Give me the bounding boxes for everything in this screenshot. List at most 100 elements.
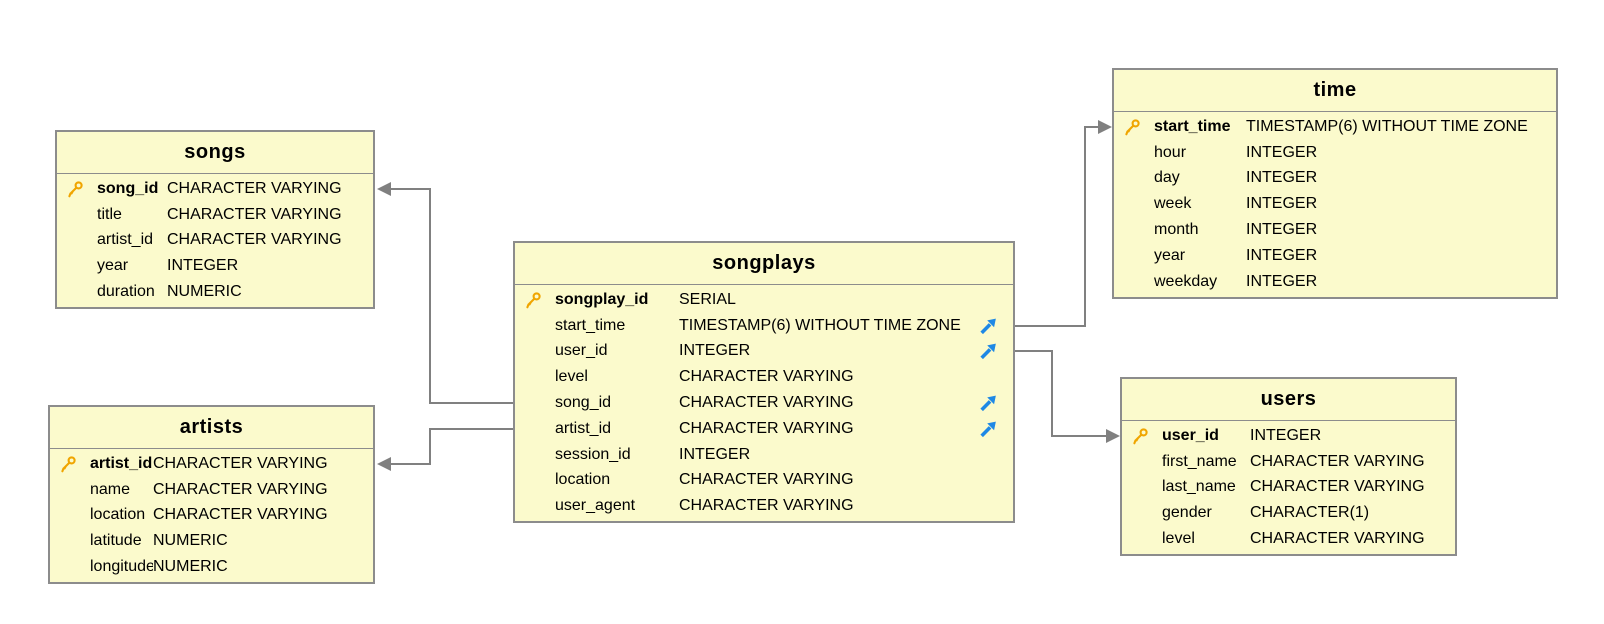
column-name: start_time [1154,117,1231,135]
arrowhead-to-time [1098,120,1112,134]
table-row[interactable]: month INTEGER [1114,217,1556,243]
primary-key-icon [50,455,90,473]
foreign-key-icon [978,315,999,336]
column-name: song_id [97,179,159,197]
column-type: CHARACTER VARYING [679,497,854,515]
table-row[interactable]: day INTEGER [1114,166,1556,192]
table-row[interactable]: song_id CHARACTER VARYING [57,176,373,202]
table-row[interactable]: weekday INTEGER [1114,269,1556,295]
table-row[interactable]: song_id CHARACTER VARYING [515,390,1013,416]
table-users[interactable]: users user_id INTEGER first_name CHARACT… [1120,377,1457,556]
relation-songplays-time [1015,126,1098,327]
foreign-key-icon [978,393,999,414]
relation-songplays-songs [391,188,515,404]
column-name: start_time [555,316,626,334]
column-name: song_id [555,394,612,412]
column-type: CHARACTER VARYING [153,506,328,524]
table-row[interactable]: start_time TIMESTAMP(6) WITHOUT TIME ZON… [1114,114,1556,140]
table-time[interactable]: time start_time TIMESTAMP(6) WITHOUT TIM… [1112,68,1558,299]
arrowhead-to-songs [377,182,391,196]
column-type: INTEGER [167,257,239,275]
table-row[interactable]: user_id INTEGER [515,339,1013,365]
table-row[interactable]: session_id INTEGER [515,442,1013,468]
column-name: level [555,368,588,386]
table-title: users [1122,379,1455,421]
relation-songplays-users [1015,350,1106,437]
column-type: INTEGER [1246,195,1318,213]
table-title: songs [57,132,373,174]
table-row[interactable]: level CHARACTER VARYING [1122,526,1455,552]
table-row[interactable]: week INTEGER [1114,191,1556,217]
column-name: hour [1154,143,1187,161]
column-name: location [555,471,611,489]
primary-key-icon [1122,427,1162,445]
table-row[interactable]: location CHARACTER VARYING [50,503,373,529]
table-row[interactable]: title CHARACTER VARYING [57,202,373,228]
table-row[interactable]: start_time TIMESTAMP(6) WITHOUT TIME ZON… [515,313,1013,339]
column-type: CHARACTER VARYING [679,419,854,437]
table-row[interactable]: last_name CHARACTER VARYING [1122,475,1455,501]
column-name: user_id [1162,426,1219,444]
column-name: title [97,205,122,223]
column-name: duration [97,283,155,301]
column-name: day [1154,169,1180,187]
table-row[interactable]: latitude NUMERIC [50,528,373,554]
column-name: artist_id [97,231,154,249]
table-row[interactable]: year INTEGER [57,253,373,279]
column-name: last_name [1162,478,1236,496]
column-type: CHARACTER VARYING [167,179,342,197]
foreign-key-icon [978,341,999,362]
table-row[interactable]: artist_id CHARACTER VARYING [50,451,373,477]
primary-key-icon [515,291,555,309]
column-name: latitude [90,532,142,550]
column-name: week [1154,195,1192,213]
column-type: CHARACTER VARYING [153,480,328,498]
column-type: CHARACTER VARYING [679,394,854,412]
column-name: longitude [90,558,153,576]
table-row[interactable]: location CHARACTER VARYING [515,468,1013,494]
table-row[interactable]: artist_id CHARACTER VARYING [515,416,1013,442]
column-type: NUMERIC [153,558,228,576]
column-name: first_name [1162,452,1237,470]
table-row[interactable]: artist_id CHARACTER VARYING [57,228,373,254]
column-type: INTEGER [1246,221,1318,239]
column-type: TIMESTAMP(6) WITHOUT TIME ZONE [679,316,961,334]
column-name: user_id [555,342,608,360]
primary-key-icon [1114,118,1154,136]
column-type: CHARACTER(1) [1250,504,1370,522]
table-row[interactable]: hour INTEGER [1114,140,1556,166]
column-name: year [1154,246,1186,264]
column-type: TIMESTAMP(6) WITHOUT TIME ZONE [1246,117,1528,135]
column-type: CHARACTER VARYING [1250,530,1425,548]
table-artists[interactable]: artists artist_id CHARACTER VARYING name… [48,405,375,584]
column-type: SERIAL [679,290,736,308]
arrowhead-to-users [1106,429,1120,443]
column-type: INTEGER [679,342,751,360]
column-type: INTEGER [1250,426,1322,444]
table-row[interactable]: user_id INTEGER [1122,423,1455,449]
table-row[interactable]: year INTEGER [1114,243,1556,269]
table-row[interactable]: longitude NUMERIC [50,554,373,580]
table-row[interactable]: duration NUMERIC [57,279,373,305]
primary-key-icon [57,180,97,198]
table-row[interactable]: first_name CHARACTER VARYING [1122,449,1455,475]
column-type: INTEGER [1246,143,1318,161]
table-title: songplays [515,243,1013,285]
table-title: time [1114,70,1556,112]
column-type: CHARACTER VARYING [679,368,854,386]
column-type: CHARACTER VARYING [153,454,328,472]
table-row[interactable]: level CHARACTER VARYING [515,364,1013,390]
table-row[interactable]: songplay_id SERIAL [515,287,1013,313]
table-row[interactable]: user_agent CHARACTER VARYING [515,493,1013,519]
column-type: CHARACTER VARYING [1250,452,1425,470]
foreign-key-icon [978,418,999,439]
column-name: gender [1162,504,1212,522]
arrowhead-to-artists [377,457,391,471]
table-row[interactable]: name CHARACTER VARYING [50,477,373,503]
column-type: INTEGER [1246,272,1318,290]
column-type: INTEGER [679,445,751,463]
column-type: CHARACTER VARYING [167,205,342,223]
table-songs[interactable]: songs song_id CHARACTER VARYING title CH… [55,130,375,309]
table-songplays[interactable]: songplays songplay_id SERIAL start_time … [513,241,1015,524]
table-row[interactable]: gender CHARACTER(1) [1122,500,1455,526]
